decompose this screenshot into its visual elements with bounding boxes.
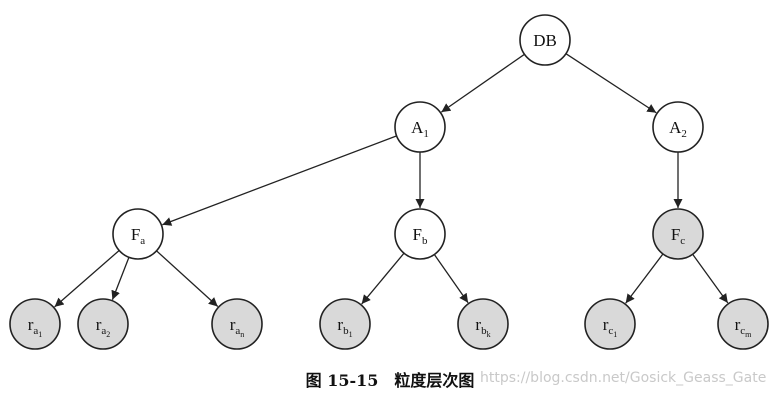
figure-caption: 图 15-15 粒度层次图	[0, 367, 780, 391]
node-label: ran	[230, 315, 245, 339]
node-A2: A2	[652, 101, 704, 153]
node-circle	[652, 208, 704, 260]
node-label: ra2	[96, 315, 111, 339]
edge-Fa-ra2	[111, 257, 130, 301]
node-label: Fc	[671, 225, 685, 247]
edge-Fc-rcm	[692, 253, 729, 304]
node-circle	[319, 298, 371, 350]
node-label: rcm	[735, 315, 753, 339]
node-circle	[519, 14, 571, 66]
node-rb1: rb1	[319, 298, 371, 350]
node-circle	[584, 298, 636, 350]
node-ra2: ra2	[77, 298, 129, 350]
caption-title: 图 15-15 粒度层次图	[305, 371, 475, 390]
node-label: DB	[533, 31, 557, 50]
node-A1: A1	[394, 101, 446, 153]
node-label: rb1	[337, 315, 352, 339]
node-circle	[9, 298, 61, 350]
node-circle	[394, 208, 446, 260]
edge-Fb-rb1	[361, 252, 405, 305]
node-label: rc1	[603, 315, 618, 339]
node-Fb: Fb	[394, 208, 446, 260]
edge-Fb-rbk	[433, 254, 469, 304]
node-ran: ran	[211, 298, 263, 350]
node-label: Fa	[131, 225, 145, 247]
node-DB: DB	[519, 14, 571, 66]
node-rbk: rbk	[457, 298, 509, 350]
node-label: A1	[411, 118, 429, 140]
node-circle	[77, 298, 129, 350]
node-rcm: rcm	[717, 298, 769, 350]
node-circle	[652, 101, 704, 153]
node-Fa: Fa	[112, 208, 164, 260]
node-circle	[394, 101, 446, 153]
node-circle	[112, 208, 164, 260]
edges-layer	[54, 53, 729, 308]
node-circle	[457, 298, 509, 350]
edge-Fc-rc1	[625, 253, 664, 304]
node-circle	[211, 298, 263, 350]
edge-Fa-ra1	[54, 249, 120, 308]
watermark-text: https://blog.csdn.net/Gosick_Geass_Gate	[480, 370, 767, 386]
node-label: A2	[669, 118, 687, 140]
edge-DB-A2	[565, 53, 657, 114]
edge-A1-Fa	[162, 135, 397, 226]
node-label: ra1	[28, 315, 43, 339]
node-circle	[717, 298, 769, 350]
node-Fc: Fc	[652, 208, 704, 260]
node-label: rbk	[475, 315, 490, 339]
node-rc1: rc1	[584, 298, 636, 350]
node-label: Fb	[413, 225, 428, 247]
edge-Fa-ran	[156, 250, 219, 307]
edge-DB-A1	[440, 53, 525, 113]
node-ra1: ra1	[9, 298, 61, 350]
